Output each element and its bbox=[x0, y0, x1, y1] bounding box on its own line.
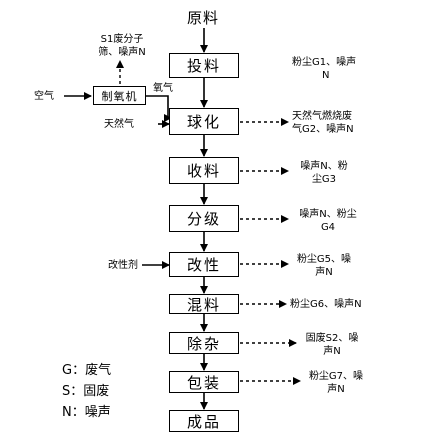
emission-hunliao: 粉尘G6、噪声N bbox=[290, 299, 362, 310]
legend-noise: N：噪声 bbox=[62, 405, 111, 420]
emission-chuza: 固废S2、噪 声N bbox=[305, 333, 359, 357]
step-chuza: 除杂 bbox=[169, 332, 239, 354]
emission-baozhuang: 粉尘G7、噪 声N bbox=[308, 371, 364, 395]
step-baozhuang: 包装 bbox=[169, 371, 239, 393]
step-qiuhua: 球化 bbox=[169, 108, 239, 135]
raw-material-label: 原料 bbox=[187, 9, 220, 27]
legend-solid: S：固废 bbox=[62, 384, 110, 399]
emission-qiuhua: 天然气燃烧废 气G2、噪声N bbox=[292, 111, 354, 135]
step-hunliao: 混料 bbox=[169, 294, 239, 314]
emission-gaixing: 粉尘G5、噪 声N bbox=[296, 254, 352, 278]
natural-gas-label: 天然气 bbox=[104, 119, 134, 130]
step-fenji: 分级 bbox=[169, 205, 239, 232]
step-touliao: 投料 bbox=[169, 53, 239, 78]
step-gaixing: 改性 bbox=[169, 252, 239, 277]
step-chengpin: 成品 bbox=[169, 410, 239, 432]
air-label: 空气 bbox=[34, 91, 54, 102]
emission-touliao: 粉尘G1、噪声 N bbox=[292, 57, 357, 81]
oxygen-unit-box: 制氧机 bbox=[93, 86, 146, 105]
legend: G：废气 S：固废 N：噪声 bbox=[62, 360, 111, 423]
step-shouliao: 收料 bbox=[169, 157, 239, 184]
emission-shouliao: 噪声N、粉 尘G3 bbox=[300, 161, 348, 185]
legend-gas: G：废气 bbox=[62, 363, 112, 378]
emission-fenji: 噪声N、粉尘 G4 bbox=[299, 209, 357, 233]
oxygen-label: 氧气 bbox=[153, 83, 173, 94]
arrow-oxygen-to-qiuhua bbox=[146, 95, 169, 119]
oxygen-unit-emission: S1废分子 筛、噪声N bbox=[98, 34, 146, 58]
modifier-label: 改性剂 bbox=[108, 260, 138, 271]
